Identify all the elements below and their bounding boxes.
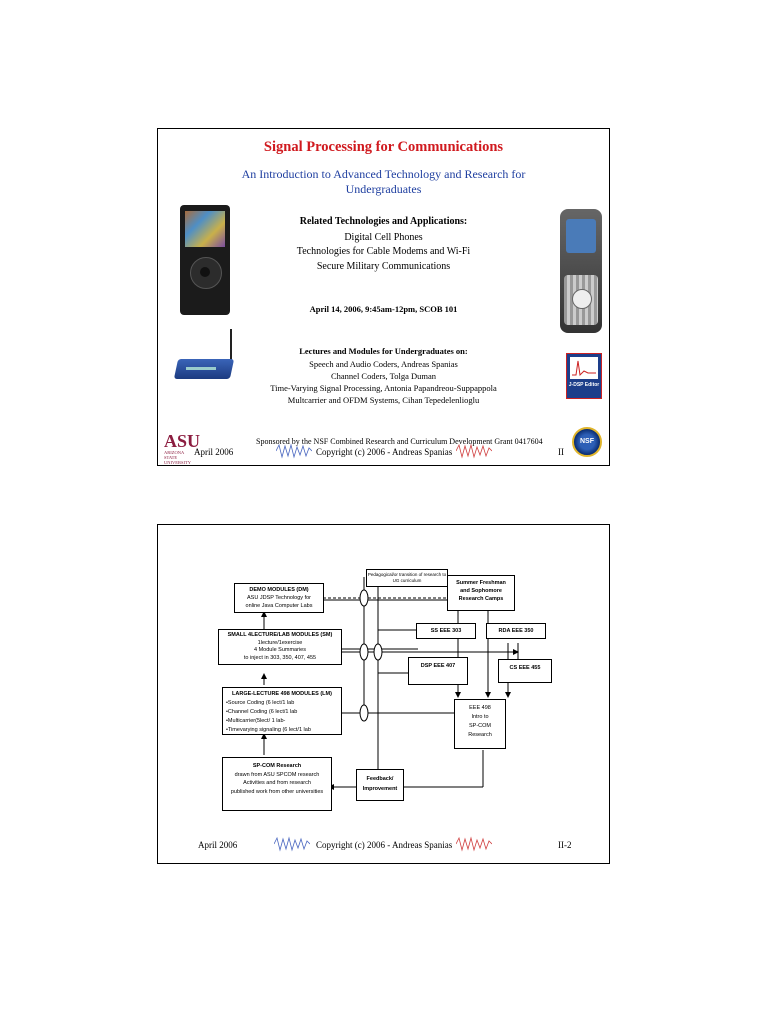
footer-page: II-2 <box>558 840 572 850</box>
footer-date: April 2006 <box>198 840 238 850</box>
pedagogical-callout: Pedagogical/or transition of research to… <box>366 569 448 587</box>
footer-copyright: Copyright (c) 2006 - Andreas Spanias <box>316 840 453 850</box>
lectures-heading: Lectures and Modules for Undergraduates … <box>299 346 468 356</box>
small-modules-box: SMALL 4LECTURE/LAB MODULES (SM) 1lecture… <box>218 629 342 665</box>
flow-diagram-lines <box>261 577 521 790</box>
ss-eee303-box: SS EEE 303 <box>416 623 476 639</box>
dsp-eee407-box: DSP EEE 407 <box>408 657 468 685</box>
lecture-item: Multcarrier and OFDM Systems, Cihan Tepe… <box>287 395 480 405</box>
waveform-icon <box>456 836 492 852</box>
slide-2: Pedagogical/or transition of research to… <box>157 524 610 864</box>
asu-logo: ASU ARIZONA STATE UNIVERSITY <box>164 431 201 465</box>
waveform-icon <box>276 443 312 459</box>
summer-camps-box: Summer Freshman and Sophomore Research C… <box>447 575 515 611</box>
ipod-image <box>180 205 230 315</box>
slide-subtitle: An Introduction to Advanced Technology a… <box>241 167 526 196</box>
related-item: Technologies for Cable Modems and Wi-Fi <box>296 246 471 257</box>
rda-eee350-box: RDA EEE 350 <box>486 623 546 639</box>
large-modules-box: LARGE-LECTURE 498 MODULES (LM) •Source C… <box>222 687 342 735</box>
event-date: April 14, 2006, 9:45am-12pm, SCOB 101 <box>309 304 458 314</box>
nsf-logo: NSF <box>572 427 602 457</box>
cell-phone-image <box>560 209 602 333</box>
router-image <box>173 329 236 381</box>
cs-eee455-box: CS EEE 455 <box>498 659 552 683</box>
footer-copyright: Copyright (c) 2006 - Andreas Spanias <box>316 447 453 457</box>
waveform-icon <box>456 443 492 459</box>
slide-title: Signal Processing for Communications <box>263 139 504 155</box>
eee498-box: EEE 498 Intro to SP-COM Research <box>454 699 506 749</box>
sponsor-line: Sponsored by the NSF Combined Research a… <box>256 437 543 446</box>
related-item: Secure Military Communications <box>316 261 451 272</box>
footer-page: II <box>558 447 564 457</box>
related-item: Digital Cell Phones <box>344 232 423 243</box>
lecture-item: Time-Varying Signal Processing, Antonia … <box>270 383 497 393</box>
slide-1: Signal Processing for Communications An … <box>157 128 610 466</box>
footer-date: April 2006 <box>194 447 234 457</box>
demo-modules-box: DEMO MODULES (DM) ASU JDSP Technology fo… <box>234 583 324 613</box>
related-heading: Related Technologies and Applications: <box>299 216 468 227</box>
lecture-item: Speech and Audio Coders, Andreas Spanias <box>309 359 458 369</box>
spcom-research-box: SP-COM Research drawn from ASU SPCOM res… <box>222 757 332 811</box>
lecture-item: Channel Coders, Tolga Duman <box>330 371 436 381</box>
feedback-box: Feedback/ Improvement <box>356 769 404 801</box>
waveform-icon <box>274 836 310 852</box>
jdsp-logo: J-DSP Editor <box>566 353 602 399</box>
jdsp-label: J-DSP Editor <box>568 382 600 388</box>
